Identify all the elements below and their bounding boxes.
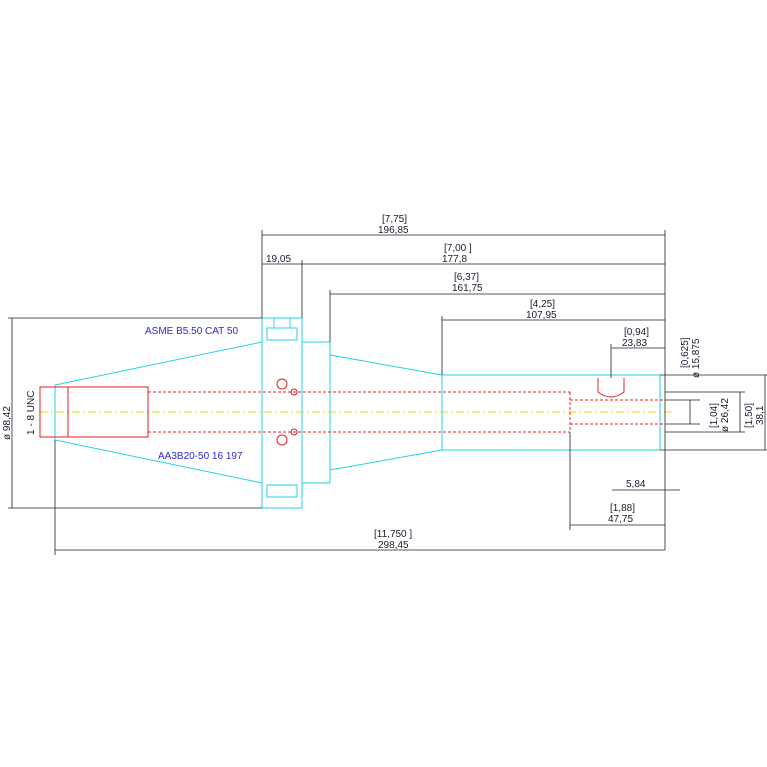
part-label: AA3B20-50 16 197: [158, 451, 243, 462]
shank-inch: [6,37]: [454, 272, 479, 283]
outer-diameter-inch: [1,50]: [744, 403, 755, 428]
screw-inch: [0,94]: [624, 327, 649, 338]
diameter-mm: ø 26,42: [720, 398, 731, 432]
projection-inch: [7,00 ]: [444, 243, 472, 254]
overall-length-inch: [11,750 ]: [374, 529, 412, 540]
tip-length: 5,84: [626, 479, 646, 490]
shank-mm: 161,75: [452, 283, 483, 294]
dimension-lines: [8, 230, 767, 555]
screw-mm: 23,83: [622, 338, 647, 349]
outer-diameter-mm: 38,1: [755, 405, 766, 425]
internal-bores: [39, 378, 665, 446]
flat-inch: [1,88]: [610, 503, 635, 514]
flat-mm: 47,75: [608, 514, 633, 525]
thread-label: 1 - 8 UNC: [26, 391, 37, 435]
projection-mm: 177,8: [442, 254, 467, 265]
gauge-length-inch: [7,75]: [382, 214, 407, 225]
diameter-inch: [1,04]: [709, 403, 720, 428]
flange: [261, 317, 331, 509]
spec-label: ASME B5.50 CAT 50: [145, 326, 238, 337]
shank: [329, 354, 661, 471]
body-mm: 107,95: [526, 310, 557, 321]
flange-width: 19,05: [266, 254, 291, 265]
bore-mm: ø 15,875: [691, 338, 702, 378]
bore-inch: [0,625]: [680, 337, 691, 368]
overall-length-mm: 298,45: [378, 540, 409, 551]
body-inch: [4,25]: [530, 299, 555, 310]
flange-diameter-label: ø 98,42: [2, 406, 13, 440]
gauge-length-mm: 196,85: [378, 225, 409, 236]
